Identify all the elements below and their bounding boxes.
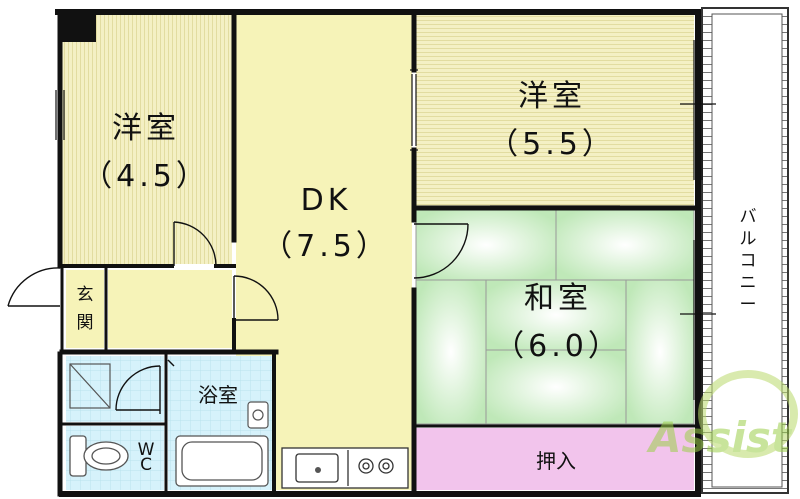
door-swings [7, 221, 469, 414]
closet-floor [416, 428, 694, 490]
watermark-text: Assist [646, 413, 793, 462]
toilet-char-2: C [140, 455, 152, 475]
tatami-floor [415, 209, 695, 425]
western-room-2-floor [416, 14, 694, 206]
hall-floor [108, 270, 232, 348]
western-room-1-size: （4.5） [82, 159, 210, 194]
western-room-2-size: （5.5） [488, 127, 616, 162]
bathroom-name: 浴室 [198, 383, 238, 407]
balcony-label: バ ル コ ニ ー [740, 207, 757, 315]
entrance-char-1: 玄 [77, 285, 94, 305]
balcony-char-1: バ [740, 207, 757, 227]
assist-watermark: Assist [646, 370, 798, 462]
balcony-char-4: ニ [740, 273, 757, 293]
window-marks [55, 40, 716, 400]
entrance-char-2: 関 [77, 313, 94, 333]
bathtub [175, 435, 269, 487]
dk-name: DK [301, 183, 352, 218]
kitchen-counter [281, 447, 409, 489]
dk-size: （7.5） [262, 229, 390, 264]
toilet-char-1: W [138, 440, 155, 460]
balcony-char-2: ル [740, 229, 757, 249]
closet-name: 押入 [536, 449, 576, 473]
balcony-char-5: ー [740, 295, 757, 315]
balcony-char-3: コ [740, 251, 757, 271]
washing-machine-space [69, 363, 111, 409]
toilet-fixture [69, 435, 129, 477]
japanese-room-name: 和室 [524, 281, 592, 316]
bath-faucet [247, 401, 269, 429]
western-room-1-floor [62, 14, 232, 264]
western-room-1-name: 洋室 [112, 111, 180, 146]
entrance-floor [66, 270, 104, 348]
washroom-floor [66, 356, 164, 422]
balcony [701, 7, 789, 494]
japanese-room-size: （6.0） [494, 329, 622, 364]
walls [55, 9, 701, 497]
western-room-2-name: 洋室 [518, 79, 586, 114]
